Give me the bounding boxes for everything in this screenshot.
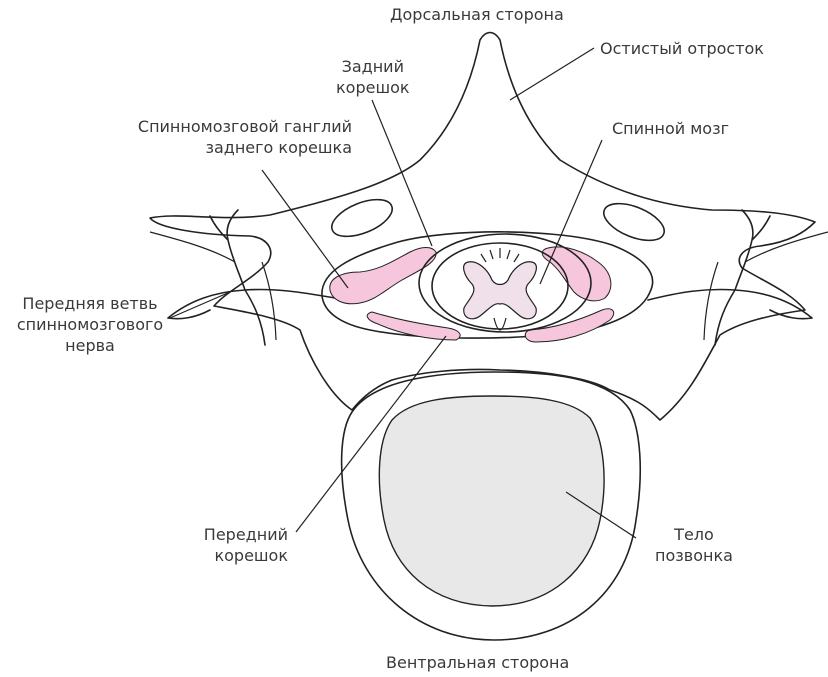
leader-spinous <box>509 47 595 101</box>
right-dorsal-root <box>541 246 612 302</box>
label-posterior-root: Задний корешок <box>336 57 410 97</box>
dural-sac <box>418 233 592 333</box>
vertebral-arch-outline <box>149 31 816 421</box>
label-spinous-process: Остистый отросток <box>600 39 764 58</box>
vertebral-body-outline <box>340 371 642 641</box>
leader-vertebral-body <box>565 491 637 539</box>
left-articular-facet <box>331 198 393 238</box>
label-ventral-side: Вентральная сторона <box>386 653 570 672</box>
leader-anterior-root <box>295 335 447 533</box>
leader-spinal-cord <box>539 139 603 285</box>
label-anterior-root: Передний корешок <box>203 525 288 565</box>
left-nerve-branch <box>167 209 336 346</box>
left-ventral-root <box>366 311 461 341</box>
vertebral-body-center <box>378 395 605 607</box>
label-anterior-ramus: Передняя ветвь спинномозгового нерва <box>16 294 164 355</box>
right-ventral-root <box>524 308 615 343</box>
label-dorsal-side: Дорсальная сторона <box>390 5 564 24</box>
grey-matter <box>463 261 537 320</box>
label-vertebral-body: Тело позвонка <box>655 525 733 565</box>
right-articular-facet <box>603 202 665 242</box>
leader-ganglion <box>261 169 349 289</box>
left-dorsal-root-ganglion <box>329 247 437 305</box>
leader-posterior-root <box>371 99 433 247</box>
vertebral-canal <box>321 231 654 339</box>
spinal-cord <box>431 242 569 330</box>
label-dorsal-root-ganglion: Спинномозговой ганглий заднего корешка <box>137 117 352 157</box>
leader-anterior-ramus <box>169 291 231 319</box>
label-spinal-cord: Спинной мозг <box>612 119 729 138</box>
right-nerve-branch <box>647 209 813 346</box>
